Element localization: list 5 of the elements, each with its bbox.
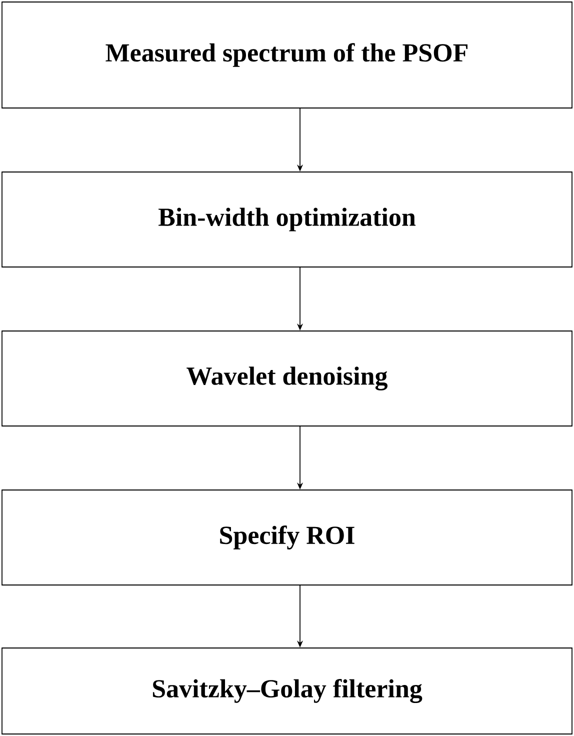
- process-box: Measured spectrum of the PSOF: [2, 2, 572, 108]
- process-box: Specify ROI: [2, 490, 572, 586]
- process-box: Bin-width optimization: [2, 172, 572, 268]
- process-box: Savitzky–Golay filtering: [2, 648, 572, 734]
- process-box: Wavelet denoising: [2, 330, 572, 426]
